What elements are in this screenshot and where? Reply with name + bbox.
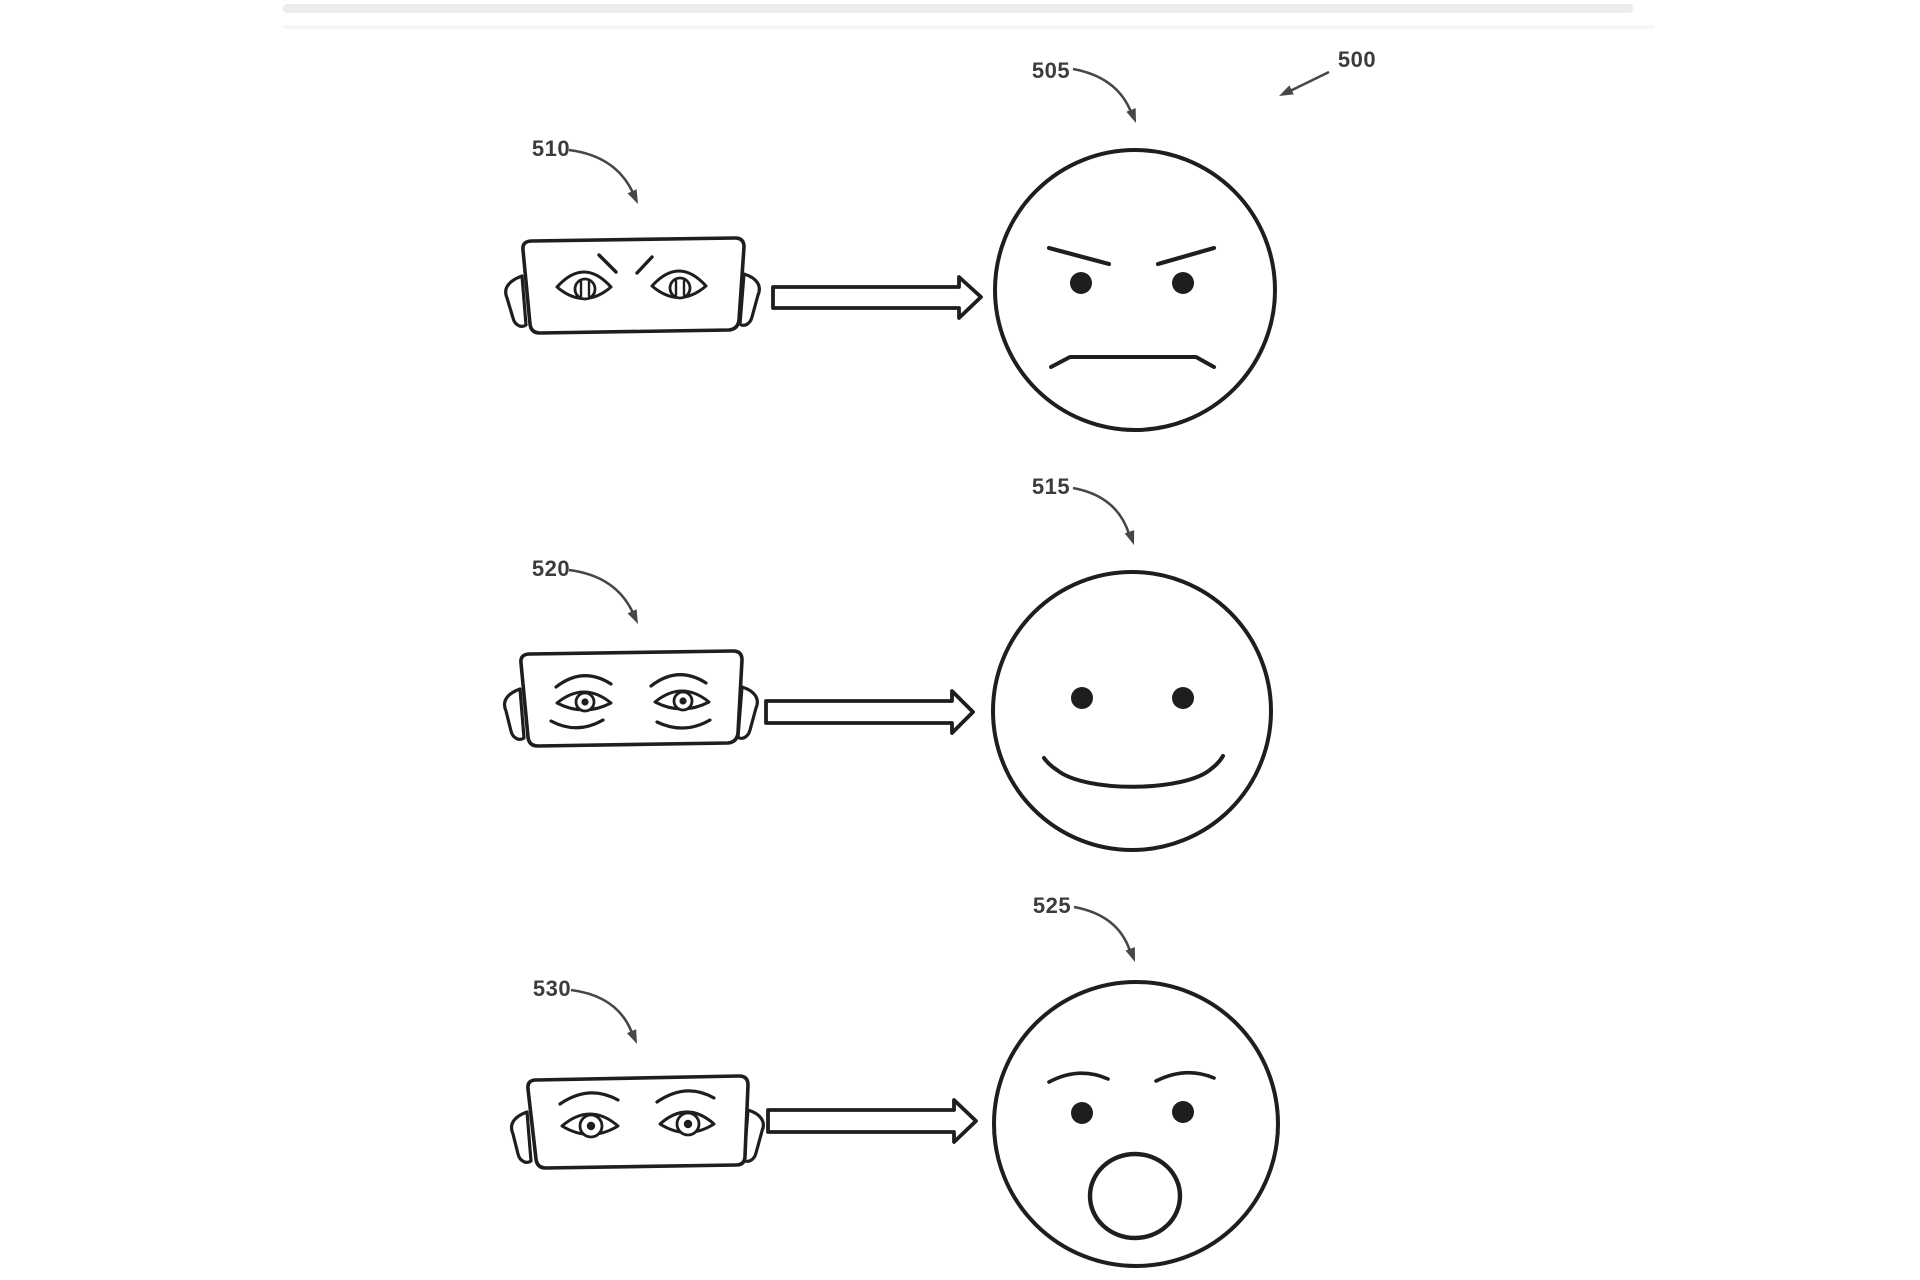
ref-label-505: 505 — [1031, 58, 1071, 83]
headset-eye-display-510-icon — [504, 236, 761, 335]
ref-label-510: 510 — [531, 136, 571, 161]
left-eye-pupil — [581, 698, 589, 706]
smile-mouth — [1042, 754, 1225, 789]
right-eye-pupil — [679, 697, 687, 705]
headset-left-strap — [502, 687, 526, 741]
left-eyebrow-arc — [554, 674, 613, 689]
right-eye-dot — [1172, 687, 1194, 709]
leader-arrow-510-icon — [568, 148, 638, 204]
right-eye-dot — [1172, 272, 1194, 294]
left-eye-iris-lines — [579, 280, 591, 298]
face-outline — [992, 980, 1280, 1268]
right-eyebrow-arc — [649, 673, 708, 688]
smiling-face-icon — [991, 570, 1273, 852]
page-top-divider-secondary — [283, 25, 1655, 29]
ref-label-525: 525 — [1032, 893, 1072, 918]
block-arrow-icon — [766, 1098, 978, 1144]
face-outline — [991, 570, 1273, 852]
right-eyebrow-arc — [1154, 1070, 1216, 1083]
right-eye-iris-lines — [674, 279, 686, 297]
headset-right-strap — [736, 685, 759, 740]
headset-eye-display-520-icon — [502, 649, 759, 748]
right-eye-iris — [668, 276, 692, 300]
ref-label-530: 530 — [532, 976, 572, 1001]
row-1-angry — [504, 67, 1330, 432]
ref-label-515: 515 — [1031, 474, 1071, 499]
leader-arrow-505-icon — [1072, 67, 1136, 123]
angry-face-icon — [993, 148, 1277, 432]
left-eyebrow-arc — [1047, 1071, 1110, 1084]
left-under-eye-arc — [549, 718, 605, 730]
page-top-divider — [283, 4, 1633, 13]
right-eyebrow-arc — [655, 1089, 716, 1104]
block-arrow-icon — [771, 275, 983, 320]
left-eye-iris — [573, 277, 597, 301]
headset-body — [526, 1074, 750, 1170]
leader-arrow-525-icon — [1073, 905, 1135, 962]
open-mouth — [1087, 1151, 1183, 1241]
angry-brow-ticks — [597, 253, 654, 275]
right-eye-pupil — [683, 1119, 693, 1129]
leader-arrow-530-icon — [570, 988, 637, 1044]
leader-arrow-500-icon — [1279, 70, 1330, 96]
right-eye-dot — [1172, 1101, 1194, 1123]
leader-arrow-515-icon — [1072, 486, 1135, 545]
angry-left-eyebrow — [1046, 245, 1112, 267]
left-eye-pupil — [586, 1121, 596, 1131]
right-under-eye-arc — [655, 718, 712, 730]
headset-left-strap — [509, 1110, 533, 1164]
leader-arrow-520-icon — [568, 568, 638, 624]
left-eye-dot — [1071, 1102, 1093, 1124]
headset-right-strap — [738, 272, 761, 327]
face-outline — [993, 148, 1277, 432]
headset-left-strap — [504, 274, 528, 328]
headset-body — [519, 649, 744, 748]
headset-right-strap — [742, 1108, 765, 1163]
row-2-smiling — [502, 486, 1273, 852]
angry-right-eyebrow — [1155, 245, 1217, 267]
surprised-face-icon — [992, 980, 1280, 1268]
headset-eye-display-530-icon — [509, 1074, 765, 1170]
left-eye-dot — [1070, 272, 1092, 294]
headset-body — [521, 236, 746, 335]
block-arrow-icon — [764, 689, 975, 735]
ref-label-500: 500 — [1337, 47, 1377, 72]
row-3-surprised — [509, 905, 1280, 1268]
left-eyebrow-arc — [558, 1091, 620, 1106]
ref-label-520: 520 — [531, 556, 571, 581]
frown-mouth — [1049, 355, 1216, 369]
left-eye-dot — [1071, 687, 1093, 709]
